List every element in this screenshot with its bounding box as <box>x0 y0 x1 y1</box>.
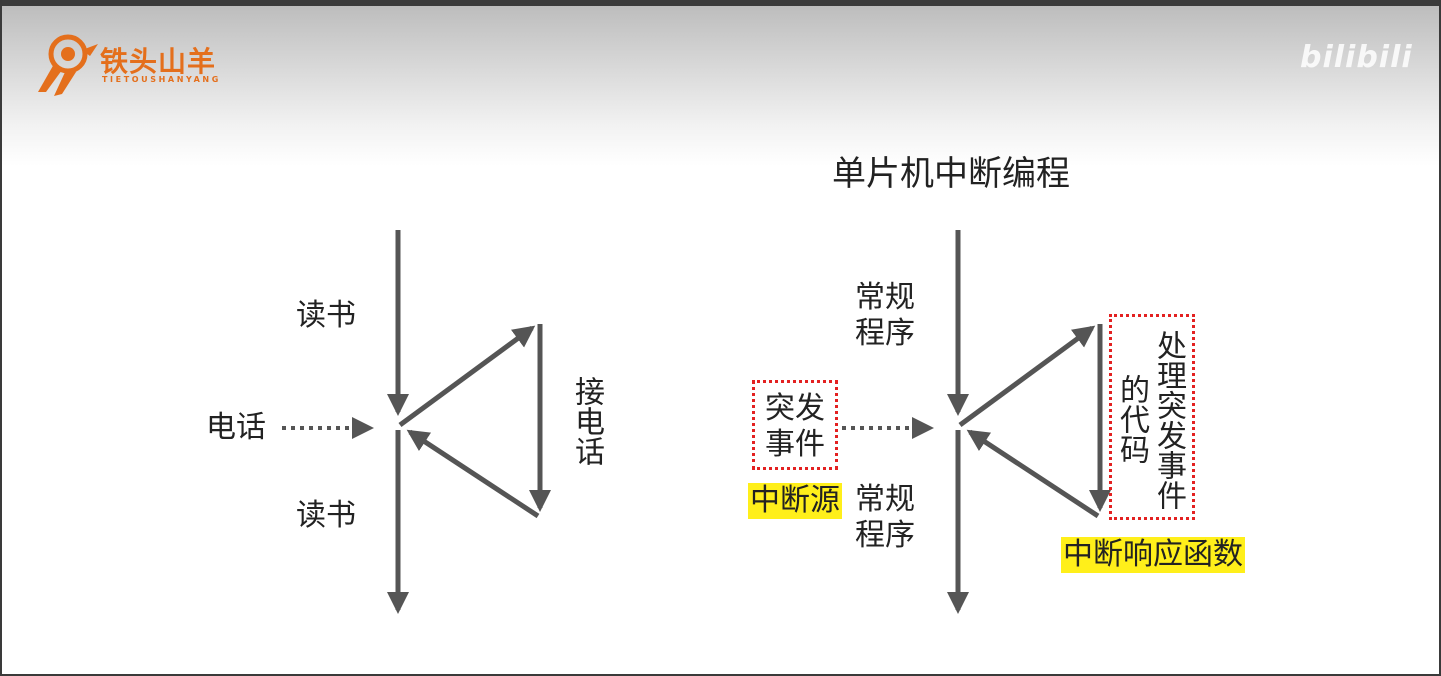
event-dotted-box <box>752 380 838 470</box>
label-read-top: 读书 <box>296 298 356 333</box>
label-handler-col1: 处理突发事件 <box>1151 330 1186 510</box>
label-event: 突发事件 <box>765 391 825 462</box>
label-interrupt-source: 中断源 <box>748 483 842 519</box>
left-interrupt-triangle <box>398 324 551 519</box>
label-routine-bottom: 常规程序 <box>855 482 915 553</box>
right-interrupt-triangle <box>958 324 1111 519</box>
label-handler-name: 中断响应函数 <box>1061 537 1245 573</box>
label-answer-phone: 接电话 <box>569 376 604 466</box>
header-band <box>2 6 1439 166</box>
label-read-bottom: 读书 <box>296 498 356 533</box>
goat-logo-icon <box>38 34 98 96</box>
top-bar <box>0 0 1441 6</box>
logo-text: 铁头山羊 <box>100 45 217 78</box>
label-handler-col2: 的代码 <box>1114 374 1149 464</box>
label-phone: 电话 <box>206 410 266 445</box>
label-routine-top: 常规程序 <box>855 280 915 351</box>
bilibili-watermark: bilibili <box>1300 40 1413 75</box>
logo-subtext: TIETOUSHANYANG <box>102 75 221 84</box>
handler-dotted-box <box>1109 314 1195 520</box>
page-title: 单片机中断编程 <box>832 154 1070 194</box>
